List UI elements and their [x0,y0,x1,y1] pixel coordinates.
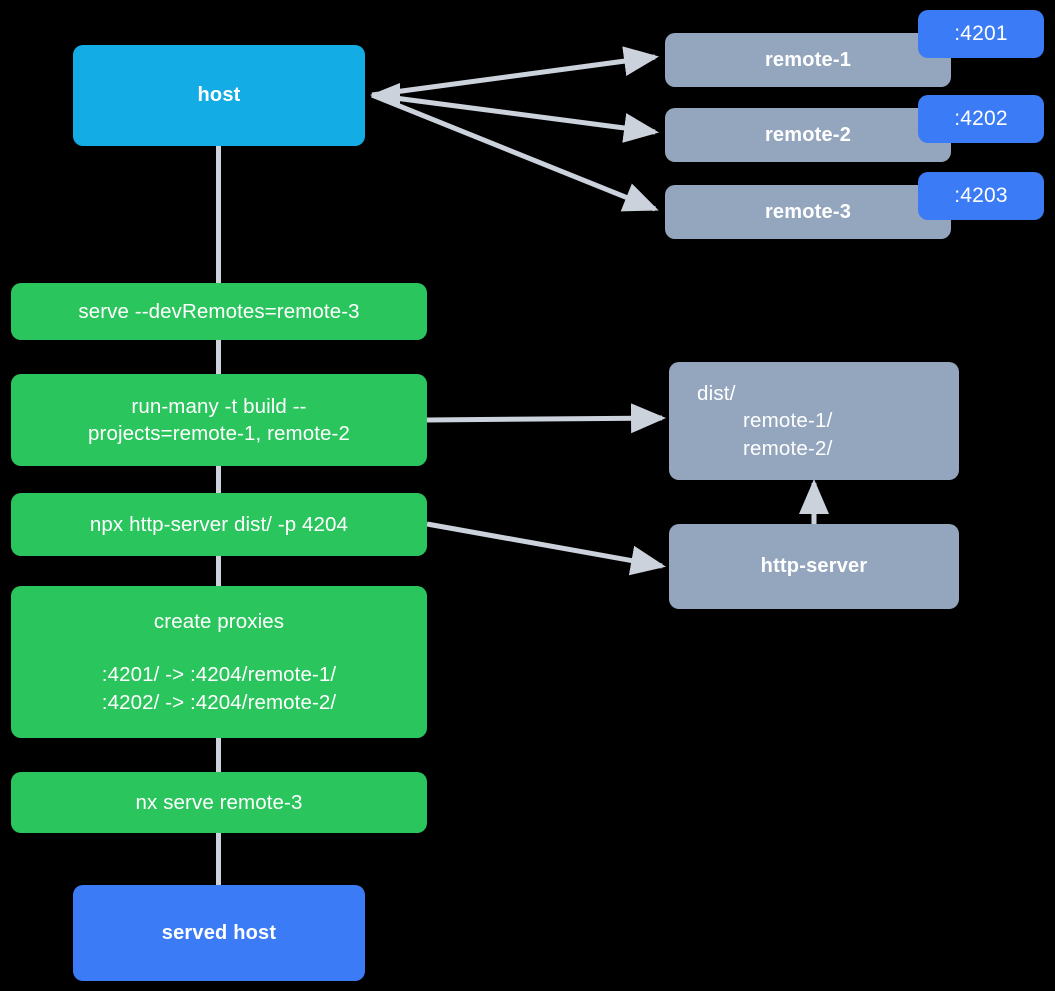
command-create-proxies-mapping-2: :4202/ -> :4204/remote-2/ [101,690,337,714]
connector-proxies-to-nxserve [216,738,221,772]
command-nx-serve-remote-3-label: nx serve remote-3 [135,790,303,814]
edge-run-many-to-dist [426,403,666,434]
node-remote-3[interactable]: remote-3 [665,185,951,239]
badge-remote-2-port-label: :4202 [954,107,1008,130]
node-http-server-label: http-server [760,555,868,578]
node-remote-1-label: remote-1 [764,48,852,71]
connector-host-to-serve [216,145,221,283]
badge-remote-1-port-label: :4201 [954,22,1008,45]
command-serve-dev-remotes[interactable]: serve --devRemotes=remote-3 [11,283,427,340]
edge-remotes-to-host-arrowhead [370,83,400,107]
connector-nxserve-to-servedhost [216,833,221,885]
badge-remote-3-port: :4203 [918,172,1044,220]
command-npx-http-server-label: npx http-server dist/ -p 4204 [89,512,349,536]
node-http-server[interactable]: http-server [669,524,959,609]
connector-runmany-to-npx [216,466,221,493]
command-create-proxies-title: create proxies [153,610,285,634]
command-run-many-build-line2: projects=remote-1, remote-2 [88,422,350,445]
node-host-label: host [197,84,241,107]
node-host[interactable]: host [73,45,365,146]
badge-remote-3-port-label: :4203 [954,184,1008,207]
command-nx-serve-remote-3[interactable]: nx serve remote-3 [11,772,427,833]
node-remote-1[interactable]: remote-1 [665,33,951,87]
node-dist-line-1: dist/ [697,382,736,406]
node-remote-2[interactable]: remote-2 [665,108,951,162]
node-dist[interactable]: dist/ remote-1/ remote-2/ [669,362,959,480]
connector-npx-to-proxies [216,556,221,586]
edge-host-to-remote-3 [371,92,659,212]
node-remote-2-label: remote-2 [764,123,852,146]
command-npx-http-server[interactable]: npx http-server dist/ -p 4204 [11,493,427,556]
command-create-proxies[interactable]: create proxies :4201/ -> :4204/remote-1/… [11,586,427,738]
badge-remote-2-port: :4202 [918,95,1044,143]
edge-host-to-remote-1 [371,46,659,98]
command-serve-dev-remotes-label: serve --devRemotes=remote-3 [78,299,360,323]
node-served-host-label: served host [161,921,277,944]
node-remote-3-label: remote-3 [764,200,852,223]
badge-remote-1-port: :4201 [918,10,1044,58]
command-run-many-build-line1: run-many -t build -- [131,394,307,418]
edge-host-to-remote-2 [371,92,659,143]
node-served-host[interactable]: served host [73,885,365,981]
edge-npx-to-http-server [426,521,666,576]
command-run-many-build[interactable]: run-many -t build -- projects=remote-1, … [11,374,427,466]
command-create-proxies-mapping-1: :4201/ -> :4204/remote-1/ [101,663,337,687]
node-dist-line-2: remote-1/ [743,409,833,433]
node-dist-line-3: remote-2/ [743,436,833,460]
connector-serve-to-runmany [216,340,221,374]
